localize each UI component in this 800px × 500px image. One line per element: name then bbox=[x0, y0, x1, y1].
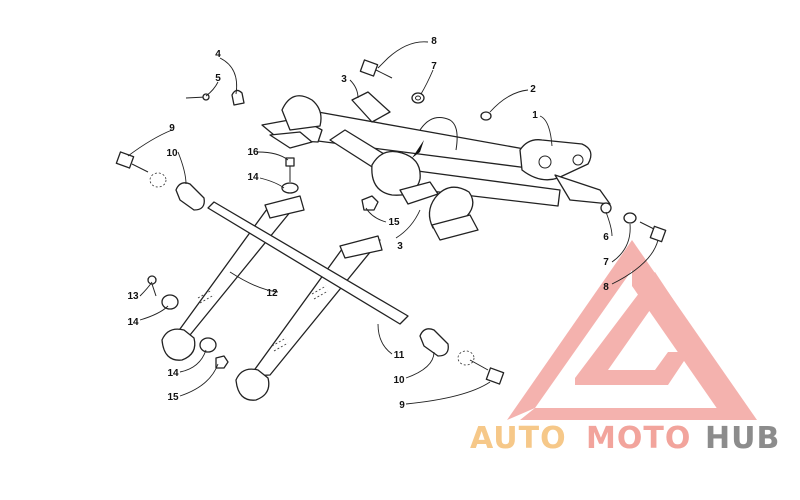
callout-15-lower: 15 bbox=[167, 392, 179, 403]
callout-1: 1 bbox=[532, 110, 538, 121]
watermark-hub: HUB bbox=[705, 421, 780, 456]
callout-4: 4 bbox=[215, 49, 221, 60]
callout-10-right: 10 bbox=[393, 375, 405, 386]
upper-a-arm bbox=[185, 59, 667, 243]
callout-10-left: 10 bbox=[166, 148, 178, 159]
leader-lines bbox=[127, 41, 659, 405]
callout-7-top: 7 bbox=[431, 61, 437, 72]
callout-14-lower: 14 bbox=[167, 368, 179, 379]
watermark-moto: MOTO bbox=[586, 421, 691, 456]
callout-8-top: 8 bbox=[431, 36, 437, 47]
watermark-text: AUTO MOTO HUB bbox=[470, 421, 780, 456]
callout-3-lower: 3 bbox=[397, 241, 403, 252]
callout-11: 11 bbox=[394, 350, 405, 361]
callout-2: 2 bbox=[530, 84, 536, 95]
lower-arms bbox=[115, 151, 505, 401]
callout-7-right: 7 bbox=[603, 257, 609, 268]
callout-16: 16 bbox=[247, 147, 259, 158]
watermark-logo bbox=[507, 240, 757, 420]
callout-5: 5 bbox=[215, 73, 221, 84]
callout-13: 13 bbox=[127, 291, 139, 302]
callout-14-upper: 14 bbox=[247, 172, 259, 183]
callout-14-left: 14 bbox=[127, 317, 139, 328]
callout-15-upper: 15 bbox=[388, 217, 400, 228]
callout-6: 6 bbox=[603, 232, 609, 243]
callout-12: 12 bbox=[266, 288, 278, 299]
watermark-auto: AUTO bbox=[470, 421, 567, 456]
callout-9-left: 9 bbox=[169, 123, 175, 134]
callout-labels: 8 7 4 5 3 2 1 9 10 16 14 15 3 6 7 8 13 1… bbox=[127, 36, 609, 411]
callout-8-right: 8 bbox=[603, 282, 609, 293]
callout-3-top: 3 bbox=[341, 74, 347, 85]
callout-9-right: 9 bbox=[399, 400, 405, 411]
